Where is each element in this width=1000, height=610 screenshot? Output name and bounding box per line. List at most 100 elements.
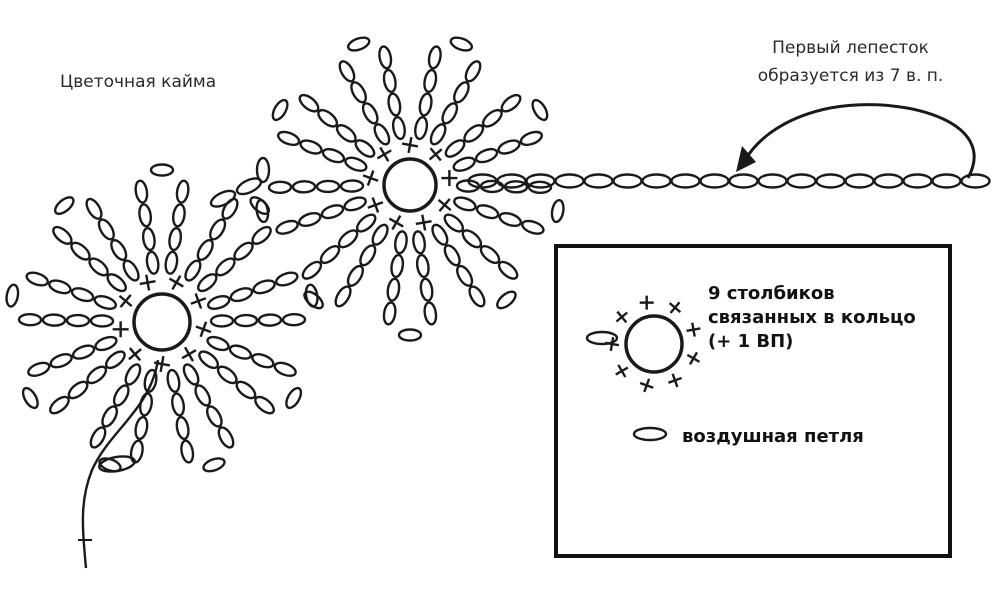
chain-stitch (65, 313, 91, 328)
chain-stitch (134, 415, 149, 441)
chain-stitch (205, 405, 223, 428)
chain-stitch (124, 363, 142, 386)
chain-stitch (209, 314, 235, 328)
chain-stitch (728, 173, 759, 189)
chain-stitch (346, 36, 371, 52)
chain-stitch (134, 179, 149, 204)
chain-stitch (70, 241, 91, 261)
chain-stitch (344, 156, 368, 172)
chain-stitch (194, 384, 212, 407)
chain-stitch (391, 116, 406, 141)
chain-stitch (299, 139, 323, 155)
chain-stitch (196, 238, 214, 262)
flower-motif-lower (5, 163, 319, 473)
chain-stitch (27, 361, 51, 377)
foundation-chain (209, 156, 991, 208)
chain-stitch (106, 273, 127, 293)
chain-stitch (141, 226, 156, 252)
legend-center-ring (624, 314, 684, 374)
chain-stitch (419, 277, 434, 302)
chain-stitch (298, 93, 320, 113)
chain-stitch (171, 392, 186, 417)
chain-stitch (382, 68, 397, 93)
single-crochet-mark (153, 361, 171, 367)
single-crochet-mark (366, 170, 375, 186)
chain-stitch (453, 196, 477, 212)
chain-stitch (350, 81, 367, 104)
single-crochet-mark (401, 142, 419, 148)
chain-stitch (699, 173, 730, 189)
arrow-curve (743, 103, 976, 179)
chain-stitch (70, 287, 95, 303)
chain-stitch (503, 180, 529, 194)
single-crochet-mark (168, 277, 184, 288)
chain-stitch (441, 102, 459, 125)
chain-stitch (443, 213, 465, 233)
chain-stitch (164, 250, 179, 275)
chain-stitch (414, 116, 429, 141)
chain-stitch (206, 335, 230, 352)
chain-stitch (390, 253, 405, 279)
chain-stitch (527, 180, 553, 194)
chain-stitch (138, 392, 153, 417)
chain-stitch (873, 173, 904, 189)
chain-stitch (112, 384, 130, 407)
chain-stitch (321, 147, 346, 164)
chain-stitch (271, 98, 289, 122)
chain-stitch (301, 260, 323, 280)
chain-stitch (319, 245, 341, 265)
chain-stitch (98, 457, 122, 473)
chain-stitch (175, 415, 190, 441)
single-crochet-mark (181, 349, 197, 360)
chain-stitch (464, 60, 482, 83)
chain-stitch (267, 180, 293, 194)
chain-stitch (85, 197, 103, 220)
chain-stitch (612, 173, 643, 189)
chain-stitch (412, 230, 426, 255)
chain-stitch (233, 241, 254, 261)
chain-stitch (48, 395, 70, 415)
chain-stitch (216, 365, 238, 385)
chain-stitch (550, 198, 565, 224)
chain-stitch (343, 196, 367, 212)
chain-stitch (184, 259, 202, 282)
chain-stitch (88, 257, 109, 277)
chain-stitch (86, 365, 108, 385)
chain-stitch (475, 204, 500, 220)
chain-stitch (5, 283, 20, 308)
chain-stitch (41, 313, 67, 327)
single-crochet-mark (376, 149, 392, 160)
chain-stitch (554, 173, 585, 189)
chain-stitch (182, 363, 200, 386)
chain-stitch (252, 279, 276, 295)
chain-stitch (443, 244, 461, 267)
arrow-head (736, 146, 756, 172)
legend-ring-label: 9 столбиков связанных в кольцо (+ 1 ВП) (708, 282, 948, 354)
chain-stitch (463, 124, 485, 143)
chain-stitch (531, 98, 549, 122)
center-ring (382, 157, 438, 213)
chain-stitch (104, 350, 126, 370)
chain-stitch (149, 163, 175, 177)
chain-stitch (371, 223, 389, 246)
chain-stitch (355, 213, 377, 233)
legend-ring-line-1: 9 столбиков (708, 283, 835, 304)
chain-stitch (206, 294, 231, 310)
chain-stitch (275, 219, 299, 235)
chain-stitch (275, 271, 299, 287)
chain-stitch (71, 344, 96, 360)
chain-stitch (233, 313, 259, 328)
chain-stitch (382, 301, 397, 326)
chain-stitch (334, 285, 352, 308)
single-crochet-mark (609, 336, 615, 352)
curved-arrow-icon (736, 103, 976, 179)
chain-stitch (25, 271, 49, 287)
single-crochet-mark (617, 364, 627, 378)
chain-stitch (281, 312, 307, 327)
chain-stitch (48, 279, 72, 295)
chain-stitch (960, 173, 991, 189)
chain-stitch (337, 229, 359, 249)
chain-stitch (449, 36, 474, 52)
chain-stitch (93, 294, 118, 310)
chain-stitch (468, 285, 486, 308)
